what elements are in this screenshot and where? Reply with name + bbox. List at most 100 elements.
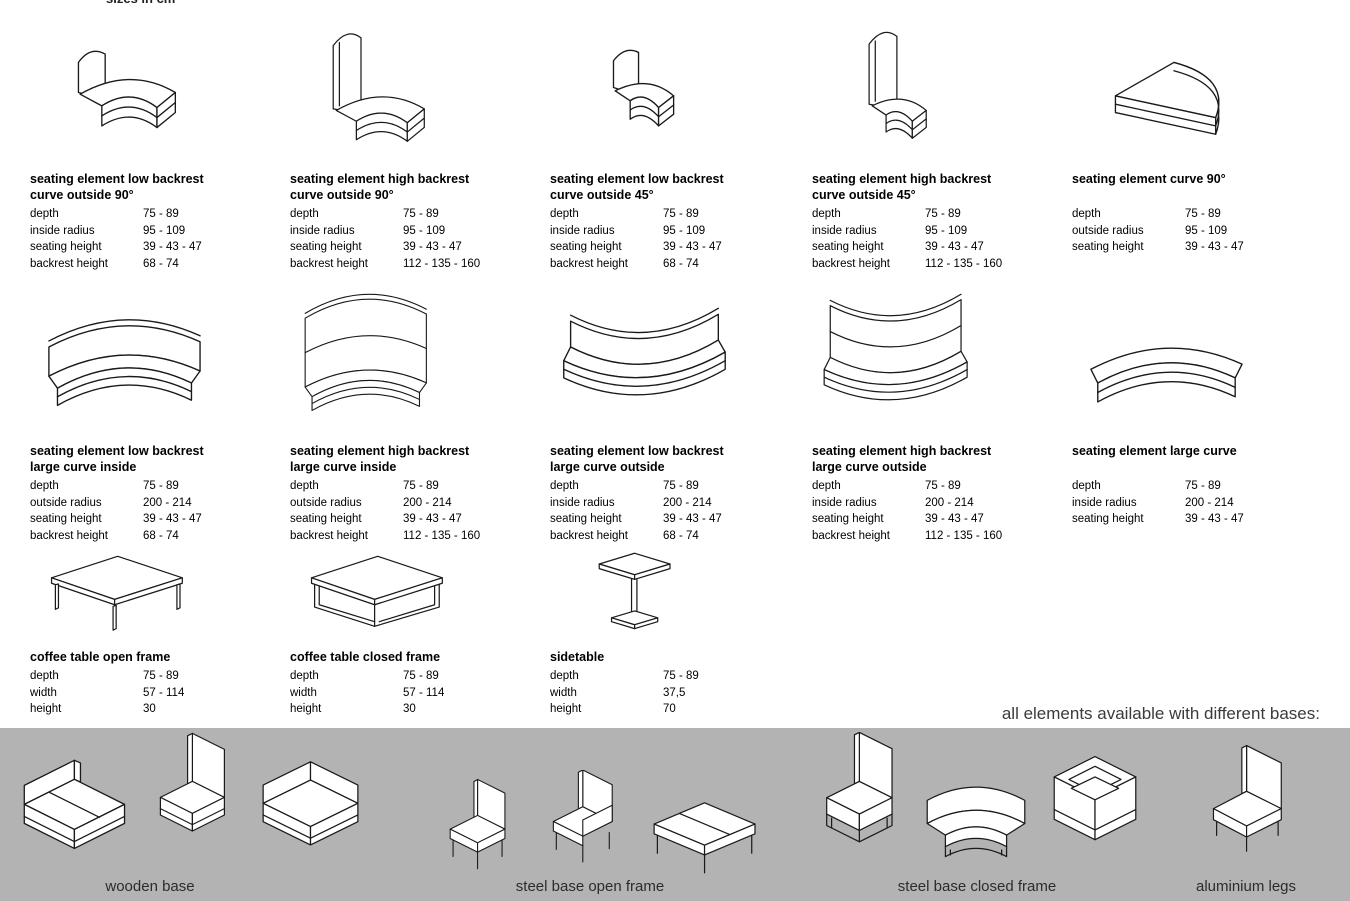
spec-label: backrest height <box>812 529 890 542</box>
product-title-line1: seating element high backrest <box>290 444 470 458</box>
product-line-drawing <box>812 292 1024 438</box>
product-line-drawing <box>1072 24 1284 166</box>
spec-row: backrest height 112 - 135 - 160 <box>812 528 1002 545</box>
spec-value: 39 - 43 - 47 <box>663 241 722 253</box>
product-title: seating element low backrest curve outsi… <box>30 166 282 203</box>
spec-label: height <box>550 703 582 715</box>
spec-label: depth <box>812 208 841 220</box>
spec-label: seating height <box>550 513 622 525</box>
wooden-base-high-chair-illustration <box>146 732 242 866</box>
product-illustration <box>1072 288 1324 438</box>
spec-value: 57 - 114 <box>403 686 445 699</box>
spec-label: depth <box>30 480 59 492</box>
spec-label: seating height <box>30 241 102 253</box>
bases-band: wooden base steel base open frame steel … <box>0 728 1350 901</box>
product-title: seating element high backrest curve outs… <box>290 166 542 203</box>
spec-value: 95 - 109 <box>403 224 446 237</box>
product-illustration <box>1072 18 1324 166</box>
product-title-line1: seating element large curve <box>1072 444 1237 458</box>
product-title-line1: seating element curve 90° <box>1072 172 1226 186</box>
spec-value: 75 - 89 <box>1185 480 1221 492</box>
spec-label: depth <box>290 480 319 492</box>
spec-value: 57 - 114 <box>143 686 185 699</box>
spec-label: inside radius <box>1072 496 1137 509</box>
product-card: seating element high backrest curve outs… <box>812 18 1064 272</box>
product-line-drawing <box>30 24 242 166</box>
spec-value: 200 - 214 <box>1185 496 1234 509</box>
spec-row: inside radius 200 - 214 <box>1072 495 1244 512</box>
product-line-drawing <box>30 544 242 644</box>
product-title: sidetable <box>550 644 802 665</box>
product-illustration <box>812 288 1064 438</box>
spec-value: 39 - 43 - 47 <box>1185 513 1244 525</box>
spec-value: 95 - 109 <box>925 224 968 237</box>
product-card: seating element low backrest large curve… <box>550 288 802 544</box>
product-illustration <box>550 540 802 644</box>
spec-value: 200 - 214 <box>403 496 452 509</box>
product-line-drawing <box>290 24 502 166</box>
spec-value: 39 - 43 - 47 <box>403 513 462 525</box>
product-title-line1: seating element high backrest <box>812 444 992 458</box>
spec-value: 70 <box>663 703 676 715</box>
spec-value: 30 <box>143 703 156 715</box>
spec-label: inside radius <box>550 496 615 509</box>
spec-label: depth <box>550 208 579 220</box>
steel-open-armchair-illustration <box>532 770 638 884</box>
spec-label: backrest height <box>550 257 628 270</box>
spec-value: 112 - 135 - 160 <box>403 529 481 542</box>
wooden-base-corner-illustration <box>250 756 376 864</box>
spec-label: seating height <box>812 513 884 525</box>
spec-value: 75 - 89 <box>925 208 961 220</box>
product-illustration <box>30 18 282 166</box>
aluminium-legs-armchair-illustration <box>1194 744 1296 878</box>
spec-value: 68 - 74 <box>663 529 699 542</box>
product-title-line2: curve outside 90° <box>290 188 394 202</box>
product-title: seating element low backrest curve outsi… <box>550 166 802 203</box>
spec-value: 75 - 89 <box>925 480 961 492</box>
product-title-line2: large curve inside <box>30 460 137 474</box>
spec-label: depth <box>1072 480 1101 492</box>
product-title-line2: curve outside 45° <box>550 188 654 202</box>
spec-label: outside radius <box>1072 224 1144 237</box>
product-line-drawing <box>30 292 242 438</box>
spec-value: 112 - 135 - 160 <box>925 529 1003 542</box>
spec-value: 68 - 74 <box>143 529 179 542</box>
spec-value: 39 - 43 - 47 <box>925 241 984 253</box>
spec-value: 37,5 <box>663 686 686 699</box>
spec-value: 95 - 109 <box>1185 224 1228 237</box>
spec-label: depth <box>550 670 579 682</box>
spec-value: 39 - 43 - 47 <box>925 513 984 525</box>
spec-label: inside radius <box>812 496 877 509</box>
spec-row: seating height 39 - 43 - 47 <box>812 511 1002 528</box>
product-title-line1: seating element high backrest <box>290 172 470 186</box>
product-card: seating element high backrest curve outs… <box>290 18 542 272</box>
product-illustration <box>290 540 542 644</box>
product-title-line1: coffee table closed frame <box>290 650 441 664</box>
spec-label: depth <box>30 670 59 682</box>
spec-label: inside radius <box>290 224 355 237</box>
product-line-drawing <box>550 544 762 644</box>
